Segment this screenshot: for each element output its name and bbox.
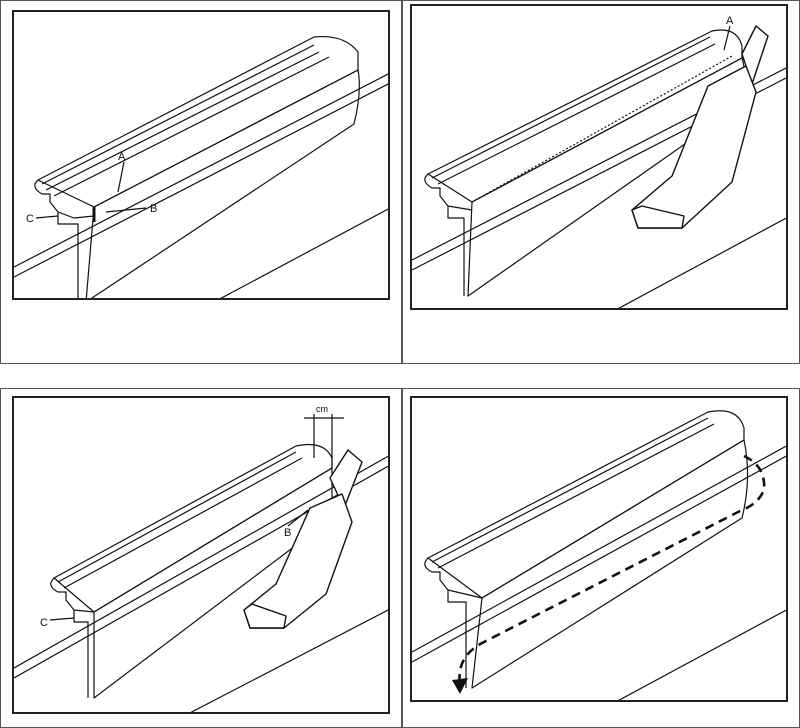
- profile-top: [427, 410, 745, 599]
- surface-line: [618, 217, 786, 308]
- cut-line-a: [471, 55, 733, 203]
- utility-knife-icon: [631, 25, 769, 229]
- panel-1-illustration: A B C: [14, 35, 388, 298]
- label-b: B: [284, 527, 291, 539]
- profile-end: [424, 173, 473, 211]
- panel-3-frame: cm B C: [12, 396, 390, 714]
- leader-b: [105, 207, 147, 213]
- panel-1-frame: A B C: [12, 10, 390, 300]
- surface-line: [14, 455, 388, 669]
- panel-4-frame: [410, 396, 788, 702]
- surface-line: [618, 609, 786, 700]
- profile-ridges: [431, 36, 716, 185]
- profile-leg: [447, 590, 467, 688]
- leader-b: [287, 509, 309, 527]
- profile-skirt: [471, 439, 749, 689]
- label-a: A: [118, 151, 126, 163]
- dimension-unit: cm: [316, 404, 328, 414]
- profile-end: [34, 179, 95, 219]
- profile-leg: [447, 206, 465, 296]
- label-c: C: [26, 213, 34, 225]
- leader-c: [35, 215, 59, 219]
- profile-ridges: [431, 417, 715, 569]
- surface-line: [14, 73, 388, 268]
- panel-2-illustration: A: [412, 15, 786, 308]
- utility-knife-icon: [243, 449, 363, 629]
- profile-ridges: [57, 451, 303, 589]
- panel-3-illustration: cm B C: [14, 404, 388, 712]
- surface-line: [190, 609, 388, 712]
- label-b: B: [150, 203, 157, 215]
- profile-top: [37, 35, 359, 208]
- profile-leg: [73, 610, 89, 698]
- leader-a: [723, 25, 731, 51]
- surface-line: [412, 455, 786, 663]
- profile-ridges: [41, 44, 330, 197]
- arrow-head: [452, 678, 468, 694]
- surface-line: [412, 445, 786, 653]
- surface-line: [220, 208, 388, 298]
- label-a: A: [726, 15, 734, 27]
- panel-2-frame: A: [410, 4, 788, 310]
- leader-a: [117, 161, 125, 193]
- profile-end: [424, 557, 483, 599]
- surface-line: [14, 83, 388, 278]
- profile-skirt: [85, 69, 360, 298]
- label-c: C: [40, 617, 48, 629]
- profile-leg: [57, 212, 79, 298]
- leader-c: [49, 617, 75, 621]
- panel-4-illustration: [412, 410, 786, 700]
- profile-end: [50, 577, 95, 613]
- dashed-arrow-icon: [458, 454, 766, 685]
